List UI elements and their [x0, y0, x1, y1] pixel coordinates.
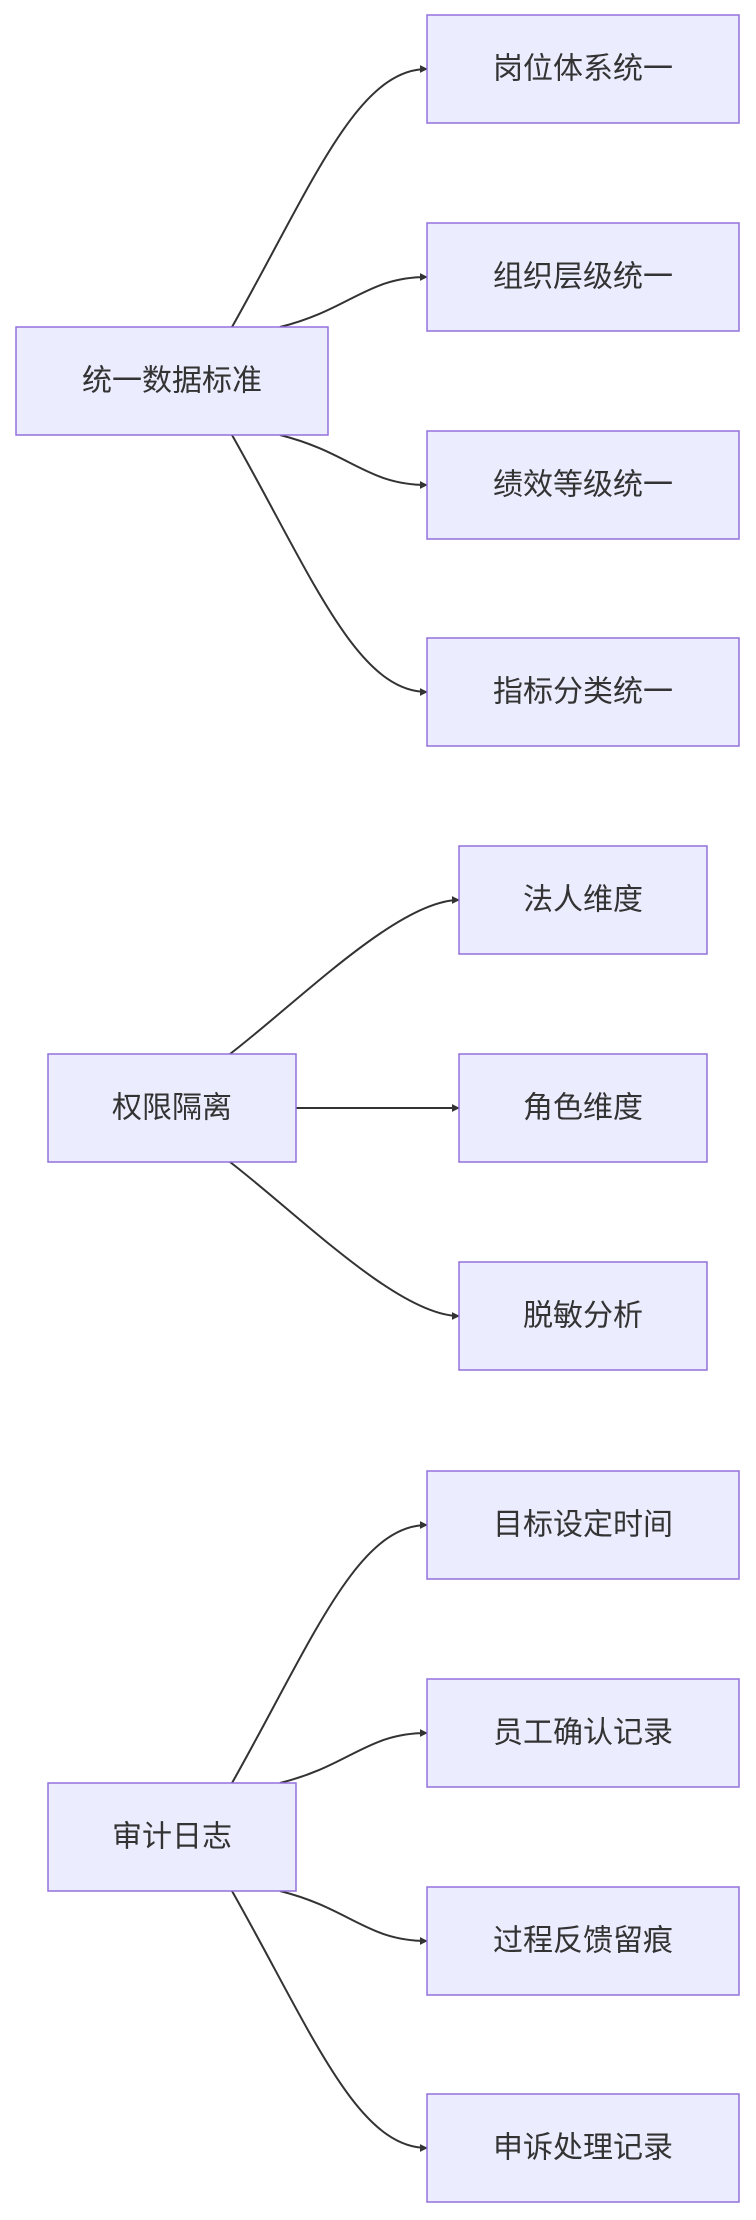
node-audit-2-label: 员工确认记录	[493, 1716, 673, 1751]
node-perm-1: 法人维度	[458, 845, 708, 955]
node-unify-2-label: 组织层级统一	[493, 260, 673, 295]
node-unify-3-box	[426, 430, 740, 540]
edges	[229, 65, 460, 2152]
node-audit-box	[47, 1782, 297, 1892]
edge-audit-to-audit-4	[231, 1890, 428, 2152]
node-unify: 统一数据标准	[15, 326, 329, 436]
node-audit-4-label: 申诉处理记录	[493, 2131, 673, 2166]
node-perm-1-label: 法人维度	[523, 883, 643, 918]
edge-unify-to-unify-4	[231, 434, 428, 696]
node-perm-3: 脱敏分析	[458, 1261, 708, 1371]
edge-unify-to-unify-3	[279, 434, 428, 489]
node-audit-1: 目标设定时间	[426, 1470, 740, 1580]
node-audit-4: 申诉处理记录	[426, 2093, 740, 2203]
node-audit-3: 过程反馈留痕	[426, 1886, 740, 1996]
node-perm-2: 角色维度	[458, 1053, 708, 1163]
node-unify-1: 岗位体系统一	[426, 14, 740, 124]
edge-unify-to-unify-2	[279, 273, 428, 328]
node-unify-4-box	[426, 637, 740, 747]
node-unify-2-box	[426, 222, 740, 332]
node-audit-2-box	[426, 1678, 740, 1788]
node-perm-label: 权限隔离	[112, 1091, 232, 1126]
node-perm-box	[47, 1053, 297, 1163]
node-unify-1-label: 岗位体系统一	[493, 52, 673, 87]
node-audit-1-label: 目标设定时间	[493, 1508, 673, 1543]
node-perm-1-box	[458, 845, 708, 955]
node-unify-2: 组织层级统一	[426, 222, 740, 332]
edge-audit-to-audit-3	[279, 1890, 428, 1945]
edge-perm-to-perm-3	[229, 1161, 460, 1320]
node-audit-4-box	[426, 2093, 740, 2203]
node-audit: 审计日志	[47, 1782, 297, 1892]
node-unify-box	[15, 326, 329, 436]
node-unify-3-label: 绩效等级统一	[493, 468, 673, 503]
node-unify-3: 绩效等级统一	[426, 430, 740, 540]
node-unify-label: 统一数据标准	[82, 364, 262, 399]
node-perm-2-label: 角色维度	[523, 1091, 643, 1126]
node-unify-1-box	[426, 14, 740, 124]
node-audit-label: 审计日志	[112, 1820, 232, 1855]
node-perm-3-box	[458, 1261, 708, 1371]
node-perm-3-label: 脱敏分析	[523, 1299, 643, 1334]
node-unify-4-label: 指标分类统一	[493, 675, 673, 710]
edge-unify-to-unify-1	[231, 65, 428, 328]
node-perm: 权限隔离	[47, 1053, 297, 1163]
node-audit-3-box	[426, 1886, 740, 1996]
node-audit-3-label: 过程反馈留痕	[493, 1924, 673, 1959]
node-perm-2-box	[458, 1053, 708, 1163]
edge-audit-to-audit-1	[231, 1521, 428, 1784]
node-audit-1-box	[426, 1470, 740, 1580]
node-audit-2: 员工确认记录	[426, 1678, 740, 1788]
node-unify-4: 指标分类统一	[426, 637, 740, 747]
edge-perm-to-perm-1	[229, 896, 460, 1055]
edge-audit-to-audit-2	[279, 1729, 428, 1784]
